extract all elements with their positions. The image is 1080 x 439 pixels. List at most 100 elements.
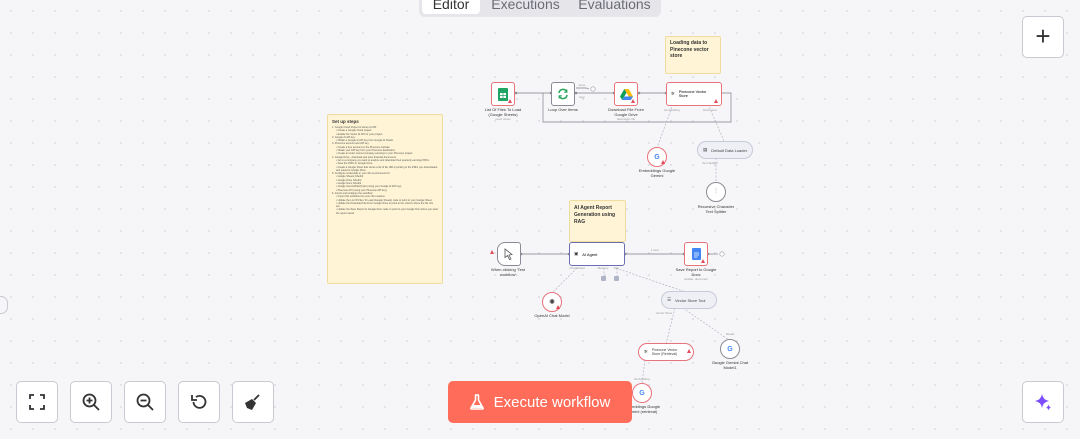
pinecone-icon: ✲ <box>671 91 675 96</box>
embeddings-gemini-retrieval-node[interactable]: G <box>632 383 652 403</box>
vector-store-tool-label: Vector Store Tool <box>675 297 706 303</box>
ai-agent-label: AI Agent <box>582 251 598 257</box>
loop-over-items-node-label: Loop Over Items <box>548 107 578 112</box>
default-data-loader-node[interactable]: ▤ Default Data Loader <box>697 141 753 159</box>
google-g-icon: G <box>654 153 660 161</box>
setup-step-line: • Update the Save Report to Google Docs … <box>336 208 438 215</box>
fullscreen-icon <box>29 394 45 410</box>
openai-icon: ✺ <box>549 299 555 306</box>
view-tabs: Editor Executions Evaluations <box>419 0 661 17</box>
text-splitter-node[interactable]: ⫶ <box>706 182 726 202</box>
trigger-bolt-icon <box>490 250 494 254</box>
cursor-icon <box>504 248 513 260</box>
gemini-chat-model-node[interactable]: G <box>720 339 740 359</box>
setup-step-line: • Create a free account on the Pinecone … <box>336 145 391 149</box>
zoom-out-button[interactable] <box>124 381 166 423</box>
ai-agent-node[interactable]: ▣ AI Agent <box>569 242 625 266</box>
warning-icon <box>556 305 560 309</box>
plus-icon: + <box>1035 21 1051 51</box>
loop-over-items-node[interactable] <box>551 82 575 106</box>
document-connector-label: Document <box>703 108 717 112</box>
tidy-up-button[interactable] <box>232 381 274 423</box>
warning-icon <box>714 99 718 103</box>
setup-step-line: • Google Gemini(PaLM) Api (using your Go… <box>336 185 402 189</box>
setup-step-line: • Update the List Of Files To Load (Goog… <box>336 198 433 202</box>
tab-executions[interactable]: Executions <box>491 0 560 12</box>
split-icon: ⫶ <box>715 188 717 195</box>
openai-chat-model-node-label: OpenAI Chat Model <box>534 313 570 318</box>
broom-icon <box>245 394 260 410</box>
embedding-connector-label: Embedding <box>664 108 680 112</box>
reset-zoom-button[interactable] <box>178 381 220 423</box>
setup-step-line: • Import this workflow into your n8n ins… <box>336 195 386 199</box>
loading-data-title: Loading data to Pinecone vector store <box>670 40 709 59</box>
zoom-out-icon <box>136 393 154 411</box>
download-drive-node[interactable] <box>614 82 638 106</box>
setup-step-line: • Google Docs OAuth2 <box>336 182 362 186</box>
setup-steps-title: Set up steps <box>332 119 359 124</box>
download-drive-node-label: Download File From Google Drive <box>608 107 644 117</box>
memory-connector-label: Memory <box>597 266 609 270</box>
text-splitter-node-label: Recursive Character Text Splitter <box>697 204 735 214</box>
manual-trigger-node-label: When clicking 'Test workflow' <box>491 267 525 277</box>
tab-evaluations[interactable]: Evaluations <box>578 0 651 12</box>
setup-step-line: 2. Google AI API key: <box>332 135 356 139</box>
google-sheets-icon <box>498 87 508 101</box>
tab-editor[interactable]: Editor <box>422 0 480 14</box>
google-g-icon: G <box>727 345 733 353</box>
add-node-button[interactable]: + <box>1022 16 1064 58</box>
save-report-docs-node-subtitle: update: document <box>683 277 709 281</box>
ai-assistant-button[interactable] <box>1022 381 1064 423</box>
warning-icon <box>631 99 635 103</box>
save-report-docs-node-label: Save Report to Google Docs <box>675 267 717 277</box>
loop-loop-label: loop <box>579 95 585 99</box>
setup-step-line: • Save the PDFs in Google Drive. <box>336 162 374 166</box>
item-count-label: 1 item <box>650 248 660 252</box>
setup-step-line: • Create a Google Cloud project. <box>336 129 373 133</box>
ai-agent-note[interactable]: AI Agent Report Generation using RAG <box>569 200 626 242</box>
pinecone-vector-store-label: Pinecone Vector Store <box>678 89 707 99</box>
setup-step-line: 6. Import and configure the workflow: <box>332 191 373 195</box>
text-splitter-connector-label: Text Splitter <box>702 161 718 165</box>
zoom-in-icon <box>82 393 100 411</box>
sparkle-icon <box>1035 394 1051 411</box>
undo-icon <box>191 394 207 409</box>
setup-step-line: 4. Google Drive - download and save fina… <box>332 155 397 159</box>
pinecone-icon: ✲ <box>644 349 648 354</box>
pinecone-retrieval-node[interactable]: ✲ Pinecone Vector Store (Retrieval) <box>638 343 694 361</box>
vector-store-tool-node[interactable]: ☰ Vector Store Tool <box>661 291 717 309</box>
execute-workflow-button[interactable]: Execute workflow <box>448 381 632 423</box>
chat-model-connector-label: Chat Model <box>569 266 585 270</box>
setup-steps-list: 1. Google Cloud Project & Vertex AI API:… <box>332 126 438 215</box>
loading-data-note[interactable]: Loading data to Pinecone vector store <box>665 36 721 74</box>
google-drive-icon <box>619 88 633 100</box>
vector-store-connector-label: Vector Store <box>655 311 673 315</box>
setup-step-line: • Google Sheets OAuth2 <box>336 175 364 179</box>
setup-step-line: • Google Drive OAuth2 <box>336 178 362 182</box>
zoom-in-button[interactable] <box>70 381 112 423</box>
document-icon: ▤ <box>703 147 708 152</box>
database-icon: ☰ <box>667 297 672 302</box>
embeddings-gemini-retrieval-label: Embeddings Google Gemini (retrieval) <box>623 404 661 414</box>
manual-trigger-node[interactable] <box>497 242 521 266</box>
setup-step-line: 1. Google Cloud Project & Vertex AI API: <box>332 126 377 129</box>
warning-icon <box>508 99 512 103</box>
setup-step-line: • Enable the Vertex AI API for your proj… <box>336 132 383 136</box>
model-connector-label: Model <box>725 332 735 336</box>
embeddings-gemini-node[interactable]: G <box>647 147 667 167</box>
openai-chat-model-node[interactable]: ✺ <box>542 292 562 312</box>
flask-icon <box>469 394 484 410</box>
gemini-chat-model-node-label: Google Gemini Chat Model1 <box>711 360 749 370</box>
ai-agent-note-title: AI Agent Report Generation using RAG <box>574 205 616 225</box>
setup-step-line: • Pinecone API (using your Pinecone API … <box>336 188 387 192</box>
google-g-icon: G <box>639 389 645 397</box>
tool-connector-label: Tool <box>613 266 619 270</box>
setup-step-line: • Obtain a Google AI API key from Google… <box>336 139 394 143</box>
pinecone-vector-store-node[interactable]: ✲ Pinecone Vector Store <box>666 82 722 106</box>
zoom-to-fit-button[interactable] <box>16 381 58 423</box>
setup-step-line: • Create an index named company-earnings… <box>336 152 414 156</box>
setup-steps-note[interactable]: Set up steps 1. Google Cloud Project & V… <box>327 114 443 284</box>
setup-step-line: 5. Configure credentials in your n8n env… <box>332 172 391 176</box>
google-docs-icon <box>691 248 701 260</box>
embeddings-gemini-node-label: Embeddings Google Gemini <box>638 168 676 178</box>
